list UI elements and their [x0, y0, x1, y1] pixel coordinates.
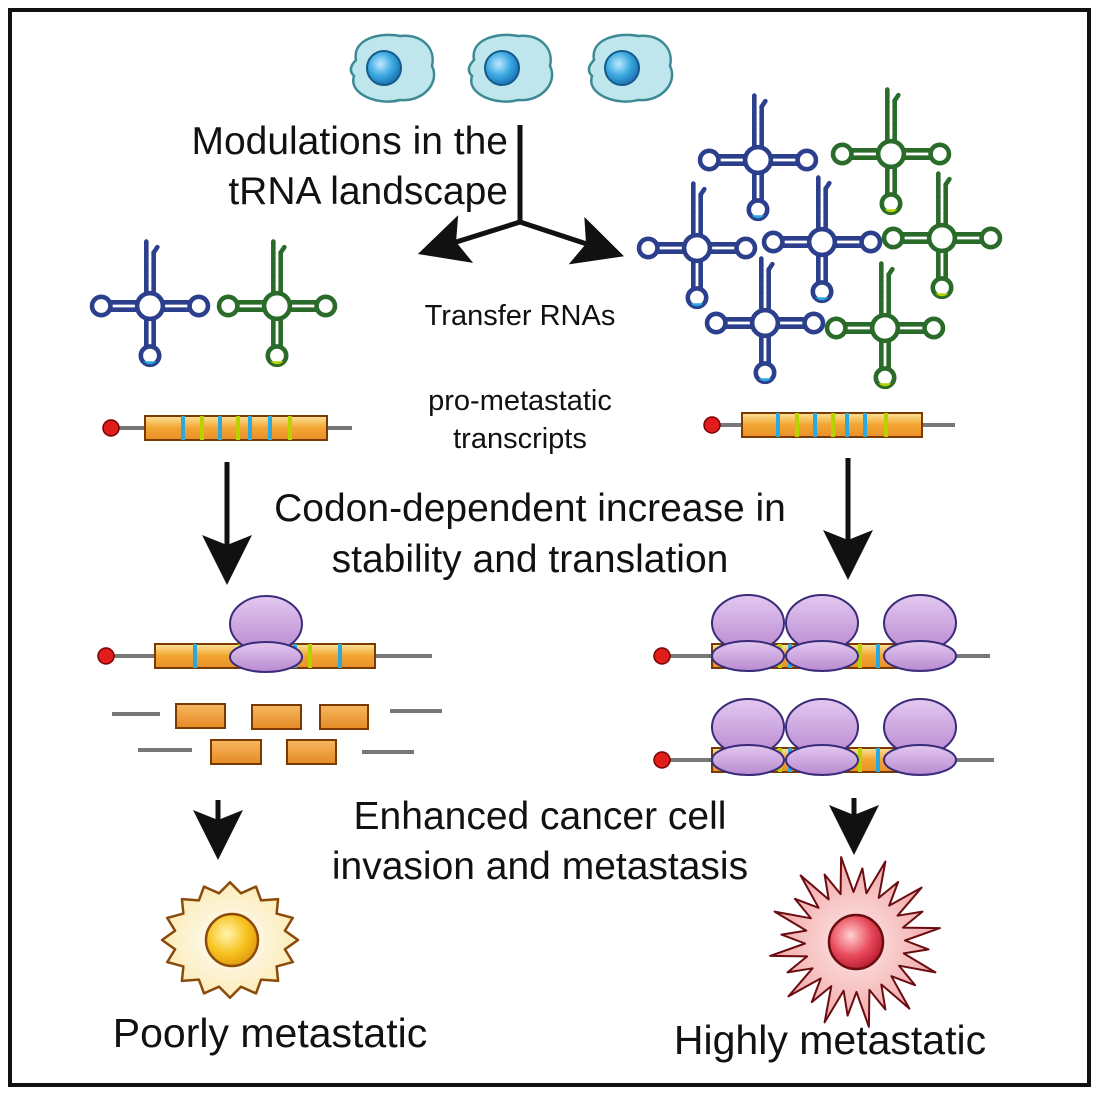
- trna: [830, 87, 952, 216]
- prometastatic-label-line1: pro-metastatic: [428, 385, 612, 417]
- mrna-fragment: [251, 704, 302, 730]
- five-prime-cap: [703, 416, 721, 434]
- ribosome: [229, 595, 303, 673]
- mrna-fragment: [319, 704, 369, 730]
- ribosome: [711, 698, 785, 776]
- trna-group: [89, 87, 1003, 390]
- transfer-rnas-label: Transfer RNAs: [424, 300, 616, 332]
- five-prime-cap: [102, 419, 120, 437]
- ribosome: [785, 698, 859, 776]
- trna: [216, 239, 338, 368]
- mrna-fragment: [175, 703, 226, 729]
- cancer-cell: [467, 33, 554, 103]
- poorly-metastatic-cell: [160, 880, 300, 1000]
- trna: [697, 93, 819, 222]
- five-prime-cap: [653, 751, 671, 769]
- figure-frame: [8, 8, 1091, 1087]
- five-prime-cap: [653, 647, 671, 665]
- highly-metastatic-cell: [769, 856, 941, 1028]
- prometastatic-label-line2: transcripts: [453, 423, 587, 455]
- trna: [89, 239, 211, 368]
- enhanced-label-line2: invasion and metastasis: [331, 845, 749, 888]
- ribosome: [785, 594, 859, 672]
- cancer-cell: [587, 33, 674, 103]
- codon-label-line1: Codon-dependent increase in: [274, 487, 786, 530]
- right-branch-arrow: [519, 216, 624, 265]
- trna: [636, 181, 758, 310]
- trna: [881, 171, 1003, 300]
- final-cells: [160, 856, 941, 1028]
- ribosome: [883, 698, 957, 776]
- modulations-label-line1: Modulations in the: [191, 120, 508, 163]
- codon-label-line2: stability and translation: [331, 538, 729, 581]
- mrna: [703, 412, 955, 438]
- poorly-metastatic-label: Poorly metastatic: [112, 1010, 428, 1056]
- mrna-fragment: [210, 739, 262, 765]
- mrna-group: [97, 412, 994, 776]
- trna: [761, 175, 883, 304]
- trna: [704, 256, 826, 385]
- modulations-label-line2: tRNA landscape: [228, 170, 508, 213]
- left-branch-arrow: [417, 215, 521, 263]
- cancer-cell: [349, 33, 436, 103]
- ribosome: [711, 594, 785, 672]
- ribosome: [883, 594, 957, 672]
- mrna: [102, 415, 352, 441]
- enhanced-label-line1: Enhanced cancer cell: [353, 795, 727, 838]
- cancer-cells: [349, 33, 674, 103]
- five-prime-cap: [97, 647, 115, 665]
- degraded-mrna-fragments: [112, 703, 442, 765]
- mrna-fragment: [286, 739, 337, 765]
- highly-metastatic-label: Highly metastatic: [673, 1017, 987, 1063]
- arrows: [193, 125, 879, 860]
- trna: [824, 261, 946, 390]
